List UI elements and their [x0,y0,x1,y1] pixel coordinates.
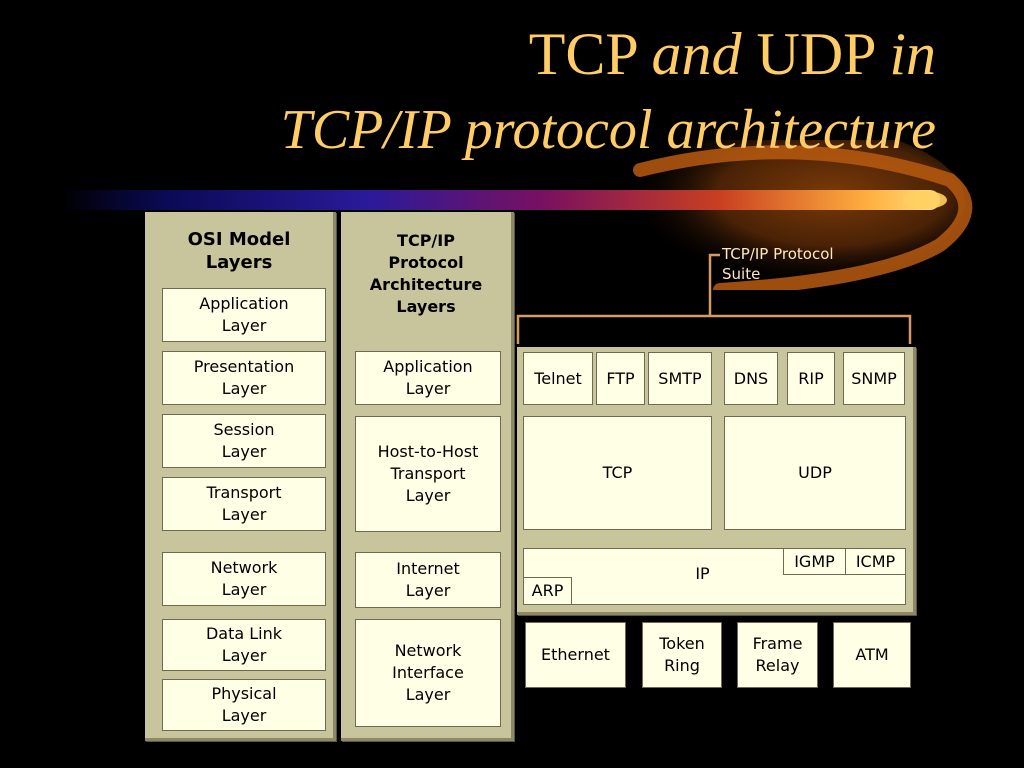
protocol-arp: ARP [523,577,572,605]
slide-title-line-2: TCP/IP protocol architecture [280,99,936,161]
osi-physical-layer: Physical Layer [162,679,326,731]
protocol-igmp: IGMP [783,548,846,575]
osi-model-header: OSI Model Layers [187,229,291,273]
tcpip-network-interface-layer: Network Interface Layer [355,619,501,727]
network-atm: ATM [833,622,911,688]
osi-data-link-layer: Data Link Layer [162,619,326,671]
band-tip [903,191,947,209]
tcpip-internet-layer: Internet Layer [355,552,501,608]
tcpip-architecture-header: TCP/IP Protocol Architecture Layers [369,231,483,316]
osi-transport-layer: Transport Layer [162,477,326,531]
slide-title-line-1: TCP and UDP in [529,18,936,90]
osi-network-layer: Network Layer [162,552,326,606]
protocol-snmp: SNMP [843,352,905,405]
protocol-rip: RIP [787,352,835,405]
protocol-dns: DNS [724,352,778,405]
protocol-tcp: TCP [523,416,712,530]
protocol-ftp: FTP [596,352,645,405]
title-udp: UDP [756,21,875,87]
network-frame-relay: Frame Relay [737,622,818,688]
tcpip-host-to-host-layer: Host-to-Host Transport Layer [355,416,501,532]
protocol-udp: UDP [724,416,906,530]
protocol-telnet: Telnet [523,352,593,405]
tcpip-application-layer: Application Layer [355,351,501,405]
title-and: and [651,21,742,87]
osi-application-layer: Application Layer [162,288,326,342]
osi-session-layer: Session Layer [162,414,326,468]
osi-presentation-layer: Presentation Layer [162,351,326,405]
title-in: in [889,21,936,87]
light-band [60,190,940,210]
title-tcp: TCP [528,21,637,87]
network-ethernet: Ethernet [525,622,626,688]
protocol-smtp: SMTP [648,352,712,405]
protocol-suite-label: TCP/IP Protocol Suite [722,245,834,283]
protocol-icmp: ICMP [845,548,906,575]
protocol-ip-label: IP [695,563,710,583]
network-token-ring: Token Ring [642,622,722,688]
protocol-suite-bracket [516,253,912,344]
